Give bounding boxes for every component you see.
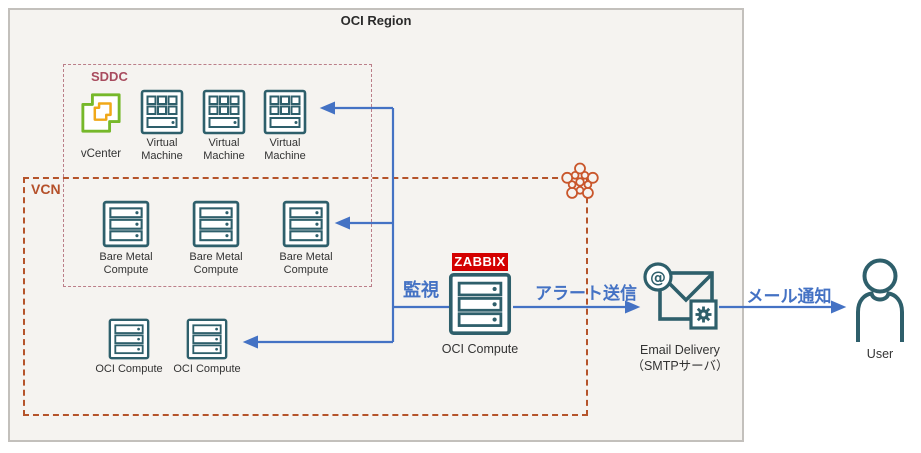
sddc-box: SDDC	[63, 64, 372, 287]
vcn-network-icon	[561, 162, 599, 199]
sddc-label: SDDC	[91, 69, 128, 84]
virtual-machine-label: Virtual Machine	[203, 137, 245, 162]
virtual-machine-icon	[140, 89, 184, 135]
email-delivery-label: Email Delivery （SMTPサーバ）	[625, 342, 735, 374]
bare-metal-label: Bare Metal Compute	[279, 251, 333, 276]
oci-compute-label: OCI Compute	[173, 363, 241, 375]
email-delivery-title: Email Delivery	[640, 343, 720, 357]
vcn-label: VCN	[31, 181, 61, 197]
bare-metal-label: Bare Metal Compute	[189, 251, 243, 276]
zabbix-node-label: OCI Compute	[441, 342, 519, 356]
email-delivery-icon: @	[643, 262, 718, 330]
mail-flow-label: メール通知	[746, 287, 832, 306]
vcenter-icon	[80, 92, 122, 134]
virtual-machine-label: Virtual Machine	[141, 137, 183, 162]
virtual-machine-icon	[202, 89, 246, 135]
oci-compute-server-icon	[108, 318, 150, 360]
oci-compute-label: OCI Compute	[95, 363, 163, 375]
email-delivery-subtitle: （SMTPサーバ）	[631, 359, 729, 373]
monitoring-flow-label: 監視	[403, 280, 439, 300]
vcenter-label: vCenter	[80, 148, 122, 160]
zabbix-server-icon	[448, 271, 512, 337]
alert-flow-label: アラート送信	[535, 284, 637, 303]
bare-metal-server-icon	[102, 200, 150, 248]
zabbix-badge: ZABBIX	[452, 253, 508, 271]
bare-metal-label: Bare Metal Compute	[99, 251, 153, 276]
user-label: User	[866, 347, 894, 361]
user-icon	[856, 258, 904, 342]
at-sign-icon: @	[650, 268, 666, 287]
bare-metal-server-icon	[192, 200, 240, 248]
virtual-machine-icon	[263, 89, 307, 135]
vcn-box: VCN	[23, 177, 588, 416]
gear-icon	[695, 306, 712, 323]
virtual-machine-label: Virtual Machine	[264, 137, 306, 162]
bare-metal-server-icon	[282, 200, 330, 248]
oci-region-title: OCI Region	[340, 13, 412, 28]
oci-compute-server-icon	[186, 318, 228, 360]
